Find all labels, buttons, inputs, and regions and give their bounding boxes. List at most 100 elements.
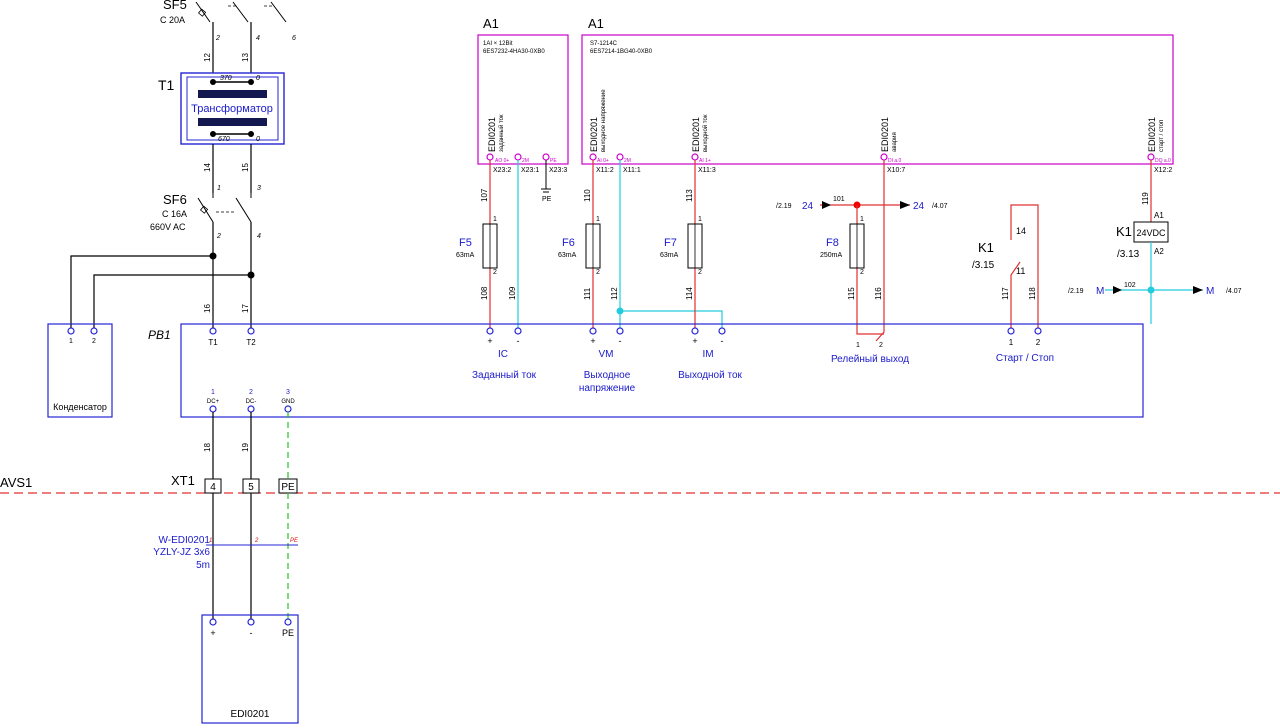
pb1-power-1-num: 1 bbox=[211, 389, 215, 396]
sf6-pin-3: 3 bbox=[257, 185, 261, 192]
module-ai-term-0: X23:2 bbox=[493, 167, 511, 174]
cpu-pin-di bbox=[880, 153, 888, 161]
wire-114-label: 114 bbox=[685, 287, 694, 300]
k1-coil-ref: /3.13 bbox=[1117, 249, 1140, 260]
wire-18-label: 18 bbox=[203, 443, 212, 452]
sf6-pin-2: 2 bbox=[216, 233, 221, 240]
sf5-pin-6: 6 bbox=[292, 35, 296, 42]
wire-13-label: 13 bbox=[241, 53, 250, 62]
cpu-ch2-dev: EDI0201 bbox=[880, 117, 890, 152]
cpu-term-2: X11:3 bbox=[698, 167, 716, 174]
pb1-signal-vm-desc: Выходное bbox=[584, 370, 631, 381]
cable-name: W-EDI0201 bbox=[158, 535, 210, 546]
module-ai-pinlabel-0: AO 0+ bbox=[495, 158, 509, 164]
pb1-start-pin-1: 1 bbox=[1009, 338, 1014, 347]
fuse-f7-rating: 63mA bbox=[660, 252, 679, 259]
wire-12-label: 12 bbox=[203, 53, 212, 62]
supply24-label-left: 24 bbox=[802, 201, 814, 212]
cable-core-2: 2 bbox=[254, 538, 259, 544]
module-cpu-line1: S7-1214C bbox=[590, 41, 618, 47]
cpu-term-3: X10:7 bbox=[887, 167, 905, 174]
cpu-ch3-dev: EDI0201 bbox=[1147, 117, 1157, 152]
wire-112-bridge bbox=[620, 310, 723, 330]
wire-117-label: 117 bbox=[1001, 287, 1010, 300]
t1-pin-370: 370 bbox=[220, 75, 232, 82]
cable-core-pe: PE bbox=[290, 538, 299, 544]
arrow-24-out bbox=[900, 201, 910, 209]
wire-cap-2 bbox=[93, 274, 251, 330]
edi-frame bbox=[201, 614, 299, 724]
xt1-term-pe-label: PE bbox=[281, 482, 295, 493]
pb1-power-gnd bbox=[284, 405, 292, 413]
wire-19-label: 19 bbox=[241, 443, 250, 452]
sf6-pin-4: 4 bbox=[257, 233, 261, 240]
pb1-block: PB1 T1 T2 + - IC Заданный ток + - VM Вых… bbox=[148, 323, 1144, 418]
module-ai-pin-ao0 bbox=[486, 153, 494, 161]
pb1-signal-im-desc: Выходной ток bbox=[678, 370, 742, 381]
wire-117 bbox=[1010, 261, 1021, 330]
k1-contact-tag: K1 bbox=[978, 240, 994, 255]
lower-wiring: 18 19 AVS1 XT1 4 5 PE 1 2 PE W-EDI0201 Y… bbox=[0, 412, 1280, 619]
edi-term-plus bbox=[209, 618, 217, 626]
pb1-term-t2-label: T2 bbox=[246, 338, 256, 347]
cpu-ch3-name: старт / стоп bbox=[1159, 120, 1165, 152]
supplym-wire: 102 bbox=[1124, 282, 1136, 289]
wire-14-label: 14 bbox=[203, 163, 212, 172]
sf6-pin-1: 1 bbox=[217, 185, 221, 192]
module-ai-pinlabel-2: PE bbox=[550, 158, 557, 164]
cpu-pin-ai0 bbox=[589, 153, 597, 161]
cpu-pinlabel-0: AI 0+ bbox=[597, 158, 609, 164]
module-ai-ch-dev: EDI0201 bbox=[487, 117, 497, 152]
wire-111-label: 111 bbox=[583, 287, 592, 300]
cpu-pinlabel-3: DI a.0 bbox=[888, 158, 902, 164]
pb1-signal-ic-code: IC bbox=[498, 349, 508, 360]
sf6-rating: C 16A bbox=[162, 209, 187, 219]
cpu-pinlabel-1: 2M bbox=[624, 158, 631, 164]
wire-119-label: 119 bbox=[1141, 192, 1150, 205]
t1-pin-0-bot: 0 bbox=[256, 136, 260, 143]
fuses: F5 63mA 1 2 F6 63mA 1 2 F7 63mA 1 2 F8 2… bbox=[456, 216, 865, 276]
sf5-pin-2: 2 bbox=[215, 35, 220, 42]
pb1-signal-vm-code: VM bbox=[599, 349, 614, 360]
module-cpu-tag: A1 bbox=[588, 16, 604, 31]
pb1-term-t1-label: T1 bbox=[208, 338, 218, 347]
wire-118 bbox=[1010, 204, 1039, 330]
capacitor-pin-1: 1 bbox=[69, 338, 73, 345]
module-ai-term-1: X23:1 bbox=[521, 167, 539, 174]
relay-out-pin-2: 2 bbox=[879, 342, 883, 349]
fuse-f5-pin-1: 1 bbox=[493, 216, 497, 223]
sf6-contact-2 bbox=[235, 197, 252, 223]
capacitor-term-1 bbox=[67, 327, 75, 335]
edi-term-pe bbox=[284, 618, 292, 626]
module-ai-pin-pe bbox=[542, 153, 550, 161]
edi-term-minus bbox=[247, 618, 255, 626]
pb1-signal-im-code: IM bbox=[702, 349, 713, 360]
fuse-f5: F5 63mA 1 2 bbox=[456, 216, 498, 276]
sf6-trip-mark bbox=[199, 205, 209, 214]
supplym-ref-left: /2.19 bbox=[1068, 288, 1084, 295]
supply24-ref-right: /4.07 bbox=[932, 203, 948, 210]
wire-109-label: 109 bbox=[508, 286, 517, 300]
wire-cap-1 bbox=[70, 255, 213, 330]
fuse-f8-pin-2: 2 bbox=[860, 269, 864, 276]
arrow-24-in bbox=[822, 201, 831, 209]
pb1-vm-plus bbox=[589, 327, 597, 335]
edi-pin-pe: PE bbox=[282, 628, 294, 638]
pb1-start-2 bbox=[1034, 327, 1042, 335]
t1-inner-frame bbox=[186, 76, 279, 141]
k1-coil-pin-a1: A1 bbox=[1154, 211, 1164, 220]
fuse-f8-pin-1: 1 bbox=[860, 216, 864, 223]
module-a1-cpu: A1 S7-1214C 6ES7214-1BG40-0XB0 EDI0201 в… bbox=[581, 16, 1174, 174]
sf6-contact-1 bbox=[197, 197, 214, 223]
supply24-ref-left: /2.19 bbox=[776, 203, 792, 210]
sf5-tag: SF5 bbox=[163, 0, 187, 12]
pb1-im-minus bbox=[718, 327, 726, 335]
wire-110-label: 110 bbox=[583, 189, 592, 202]
fuse-f7: F7 63mA 1 2 bbox=[660, 216, 703, 276]
t1-pin-0-top: 0 bbox=[256, 75, 260, 82]
pb1-ic-minus-sign: - bbox=[517, 336, 520, 346]
pb1-ic-plus-sign: + bbox=[487, 336, 492, 346]
wire-112-label: 112 bbox=[610, 287, 619, 300]
cpu-ch0-name: выходное напряжение bbox=[601, 89, 607, 152]
pb1-power-2-label: DC- bbox=[246, 399, 257, 405]
